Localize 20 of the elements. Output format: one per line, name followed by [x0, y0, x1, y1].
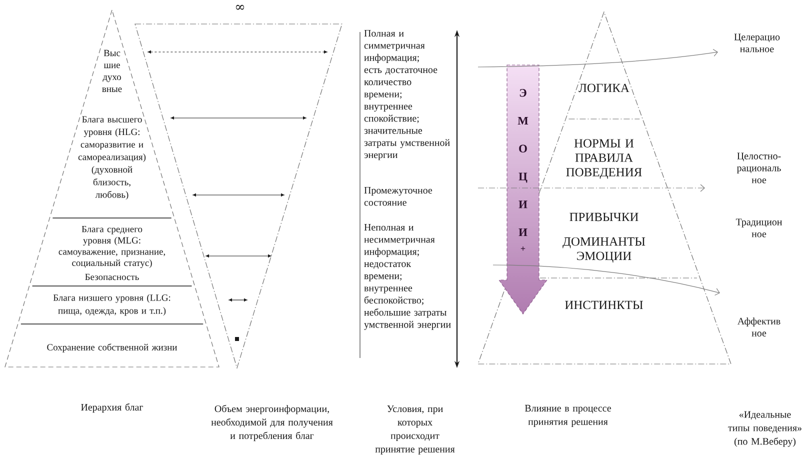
level-label: Блага среднего уровня (MLG: самоуважение, признание, социальный статус) [58, 226, 165, 268]
condition-text: Неполная и несимметричная информация; недостаток времени; внутреннее беспокойство; небольшие затраты умственной энергии [364, 224, 451, 330]
level-label: Выс шие духо вные [102, 50, 122, 92]
condition-text: Полная и симметричная информация; есть достаточное количество времени; внутреннее спокойствие; значительные затраты умственной энергии [364, 30, 450, 160]
level-label: ИНСТИНКТЫ [565, 300, 643, 310]
level-label: Сохранение собственной жизни [47, 344, 178, 352]
level-label: НОРМЫ И ПРАВИЛА ПОВЕДЕНИЯ [566, 139, 642, 179]
level-label: Безопасность [85, 274, 139, 280]
level-label: ЛОГИКА [578, 84, 630, 92]
caption: Объем энергоинформации, необходимой для получения и потребления благ [211, 404, 333, 442]
level-label: ПРИВЫЧКИ [570, 212, 638, 222]
caption: Иерархия благ [81, 403, 144, 413]
caption: Условия, при которых происходит принятие решения [375, 405, 455, 454]
caption: Влияние в процессе принятия решения [524, 404, 611, 428]
caption: «Идеальные типы поведения» (по М.Веберу) [728, 411, 802, 447]
infinity-sign: ∞ [236, 4, 244, 10]
condition-text: Промежуточное состояние [364, 186, 432, 206]
level-label: Блага высшего уровня (HLG: саморазвитие и самореализация) (духовной близость, любовь) [78, 116, 146, 200]
level-label: ДОМИНАНТЫ ЭМОЦИИ [562, 237, 646, 263]
level-label: Блага низшего уровня (LLG: пища, одежда, кров и т.п.) [53, 294, 170, 316]
